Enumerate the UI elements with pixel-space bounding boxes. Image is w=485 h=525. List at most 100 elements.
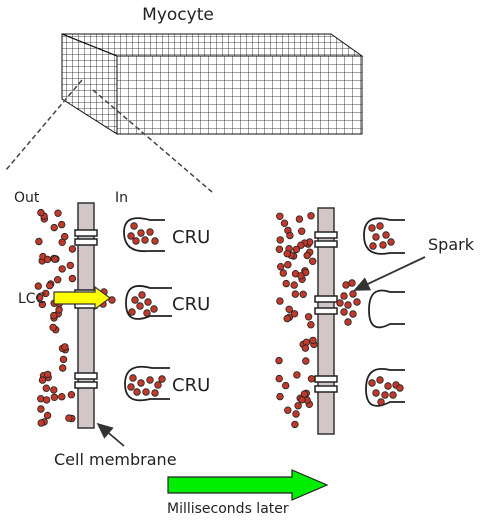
calcium-ion-dot: [307, 321, 315, 329]
calcium-ion-dot: [61, 343, 69, 351]
calcium-ion-dot: [283, 249, 291, 258]
calcium-ion-dot: [291, 420, 299, 429]
calcium-ion-dot: [275, 356, 283, 365]
calcium-ion-dot: [146, 228, 154, 236]
calcium-ion-dot: [376, 376, 384, 384]
calcium-ion-dot: [295, 215, 304, 223]
calcium-ion-dot: [60, 232, 69, 241]
cru-top-left: [123, 217, 165, 253]
cru-top-right: [363, 217, 405, 255]
lcc-influx-arrow: [53, 285, 112, 311]
calcium-ion-dot: [307, 212, 315, 220]
calcium-ion-dot: [303, 251, 311, 260]
calcium-ion-dot: [309, 257, 317, 265]
calcium-ion-dot: [336, 299, 344, 307]
calcium-ion-dot: [58, 393, 66, 401]
calcium-ion-dot: [38, 376, 47, 384]
calcium-ion-dot: [43, 255, 52, 264]
calcium-ion-dot: [36, 293, 44, 302]
calcium-ion-dot: [131, 296, 139, 304]
calcium-ion-dot: [276, 236, 284, 244]
time-caption: Milliseconds later: [167, 501, 289, 517]
calcium-ion-dot: [377, 398, 385, 406]
calcium-ion-dot: [290, 281, 298, 289]
calcium-ion-dot: [344, 318, 352, 326]
calcium-ion-dot: [291, 290, 299, 298]
calcium-ion-dot: [284, 261, 292, 269]
calcium-ion-dot: [158, 375, 166, 383]
zoom-lines: [5, 79, 213, 193]
calcium-ion-dot: [368, 379, 376, 387]
calcium-ion-dot: [340, 292, 348, 300]
cru-label-bottom: CRU: [172, 375, 210, 396]
calcium-ion-dot: [68, 274, 77, 283]
lcc-channel: [314, 295, 338, 315]
lcc-label: LCC: [18, 291, 46, 307]
calcium-ion-dot: [127, 232, 135, 240]
calcium-ion-dot: [285, 305, 293, 313]
calcium-ion-dot: [42, 384, 50, 392]
cru-bottom-left: [124, 365, 170, 402]
calcium-ion-dot: [275, 374, 283, 383]
calcium-ion-dot: [130, 222, 138, 230]
calcium-ion-dot: [51, 255, 59, 263]
cru-middle-right-empty: [368, 289, 405, 329]
calcium-ion-dot: [376, 222, 384, 230]
calcium-ion-dot: [38, 300, 46, 309]
calcium-ion-dot: [301, 344, 310, 352]
cell-membrane-arrow: [96, 422, 125, 447]
calcium-ion-dot: [276, 297, 284, 305]
calcium-ion-dot: [277, 263, 285, 271]
calcium-ion-dot: [144, 298, 152, 306]
calcium-ion-dot: [293, 371, 301, 379]
calcium-ion-dot: [35, 237, 43, 246]
calcium-ion-dot: [68, 245, 77, 253]
calcium-ion-dot: [307, 375, 316, 383]
calcium-ion-dot: [50, 386, 58, 394]
calcium-ion-dot: [137, 379, 145, 387]
cell-membrane-right: [314, 207, 338, 435]
calcium-ion-dot: [276, 392, 284, 401]
calcium-ion-dot: [127, 383, 135, 391]
cell-membrane-label: Cell membrane: [54, 450, 177, 469]
calcium-ion-dot: [302, 357, 310, 365]
calcium-ion-dot: [128, 308, 136, 316]
time-arrow: [167, 469, 329, 501]
in-label: In: [115, 190, 128, 206]
calcium-ion-dot: [67, 391, 76, 399]
calcium-ion-dot: [42, 396, 51, 404]
calcium-ion-dot: [372, 233, 380, 241]
calcium-ion-dot: [59, 364, 67, 372]
calcium-ion-dot: [37, 419, 45, 427]
calcium-ion-dot: [58, 220, 66, 229]
calcium-ion-dot: [368, 224, 376, 232]
calcium-ion-dot: [372, 389, 380, 397]
calcium-ion-dot: [133, 388, 141, 396]
calcium-ion-dot: [389, 391, 397, 399]
calcium-ion-dot: [299, 290, 307, 298]
calcium-ion-dot: [297, 241, 305, 249]
calcium-ion-dot: [141, 236, 149, 244]
calcium-ion-dot: [276, 212, 284, 220]
calcium-ion-dot: [50, 311, 58, 320]
lcc-channel: [74, 229, 98, 246]
myocyte-block: [61, 33, 364, 135]
calcium-ion-dot: [309, 336, 317, 345]
out-label: Out: [14, 190, 40, 206]
calcium-ion-dot: [353, 298, 361, 306]
calcium-ion-dot: [54, 276, 62, 284]
calcium-ion-dot: [43, 411, 52, 420]
calcium-ion-dot: [37, 405, 45, 413]
calcium-ion-dot: [292, 410, 300, 418]
calcium-ion-dot: [44, 370, 52, 379]
calcium-ion-dot: [283, 314, 291, 323]
calcium-ion-dot: [282, 279, 290, 288]
calcium-ion-dot: [132, 237, 140, 245]
calcium-ion-dot: [151, 237, 159, 245]
calcium-ion-dot: [129, 374, 137, 382]
calcium-ion-dot: [275, 245, 284, 253]
calcium-ion-dot: [298, 227, 306, 235]
calcium-ion-dot: [349, 290, 357, 298]
calcium-ion-dot: [46, 281, 54, 290]
